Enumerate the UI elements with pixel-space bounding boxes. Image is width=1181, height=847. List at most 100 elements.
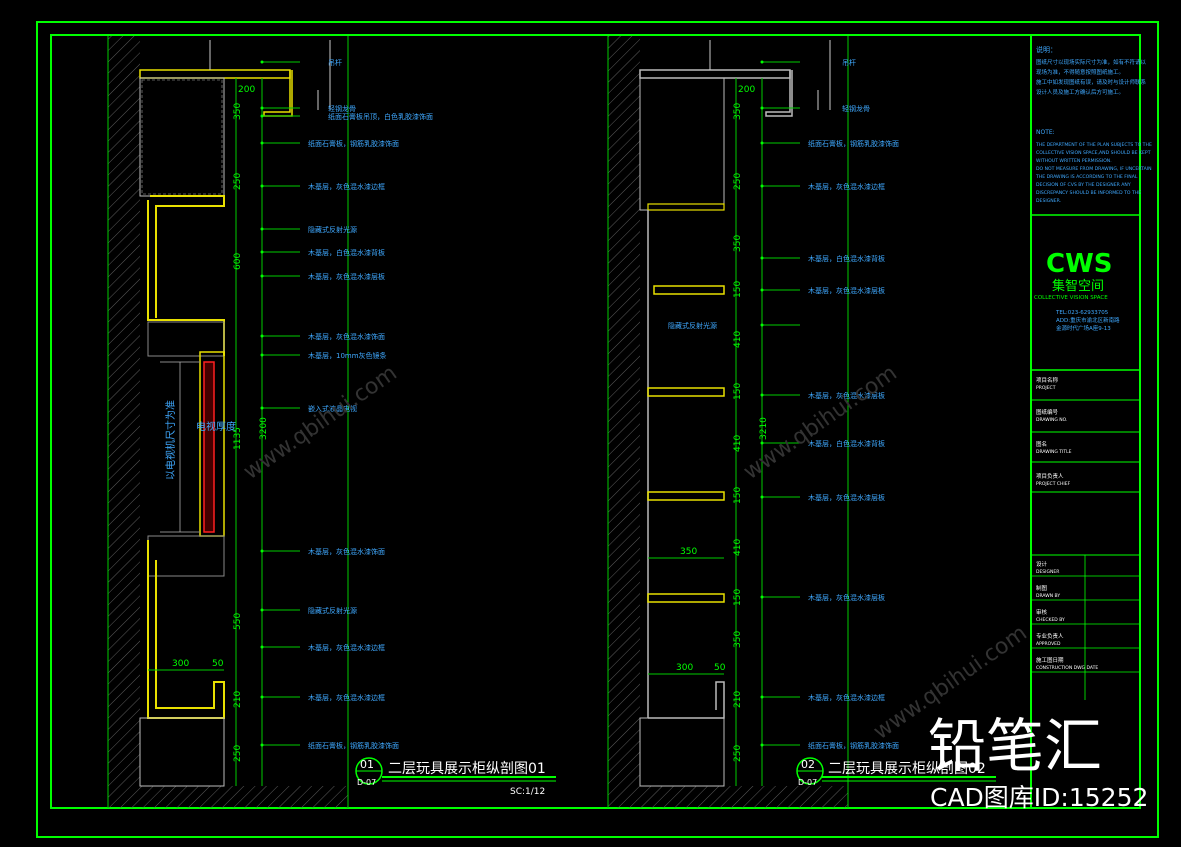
dim2-250b: 250 [733,745,743,762]
callout-2-12: 纸面石膏板，钢筋乳胶漆饰面 [808,741,899,750]
callout-1-0: 吊杆 [328,58,342,67]
tv-thickness-label: 电视厚度 [196,420,236,433]
floor-hatch-2 [608,786,848,808]
floor-hatch [108,786,348,808]
dim-350: 350 [233,103,243,120]
section-drawing-02: 200 350 250 350 150 410 150 410 150 410 … [607,36,996,808]
tb-row-value-8: CONSTRUCTION DWG DATE [1036,665,1098,671]
callout-2-10: 木基层，灰色混水漆层板 [808,593,885,602]
dim2-300: 300 [676,663,693,673]
tb-row-value-7: APPROVED [1036,641,1061,647]
dim2-150c: 150 [733,487,743,504]
company-logo: CWS [1046,249,1113,279]
callout-1-15: 纸面石膏板，钢筋乳胶漆饰面 [308,741,399,750]
dim2-410c: 410 [733,539,743,556]
callout-2-7: 木基层，灰色混水漆层板 [808,391,885,400]
tb-row-value-4: DESIGNER [1036,569,1059,575]
dim2-200: 200 [738,85,755,95]
callout-1-4: 木基层，灰色混水漆边框 [308,182,385,191]
drawing2-title: 二层玩具展示柜纵剖图02 [828,761,986,777]
drawing1-ref: D-07 [357,778,376,787]
note-en-0: THE DEPARTMENT OF THE PLAN SUBJECTS TO T… [1035,142,1152,148]
dim-3200: 3200 [259,417,269,440]
tb-row-value-3: PROJECT CHIEF [1036,481,1071,487]
watermark-brand: 铅笔汇 [928,712,1102,780]
tb-row-value-0: PROJECT [1036,385,1056,391]
callout-2-8: 木基层，白色混水漆背板 [808,439,885,448]
notes-heading-cn: 说明： [1036,45,1057,54]
tb-row-label-4: 设计 [1036,560,1048,568]
note-en-6: DISCREPANCY SHOULD BE INFORMED TO THE [1036,190,1141,196]
tb-row-label-2: 图名 [1036,440,1047,448]
dim2-350c: 350 [733,631,743,648]
drawing1-number: 01 [360,758,374,771]
callout-2-3: 木基层，灰色混水漆边框 [808,182,885,191]
callouts-drawing-02: 吊杆轻钢龙骨纸面石膏板，钢筋乳胶漆饰面木基层，灰色混水漆边框木基层，白色混水漆背… [668,58,899,750]
tb-row-label-3: 项目负责人 [1036,472,1064,480]
dim2-150b: 150 [733,383,743,400]
dim-200: 200 [238,85,255,95]
company-tel: TEL:023-62933705 [1055,310,1109,316]
tb-row-value-5: DRAWN BY [1036,593,1060,599]
dim2-250: 250 [733,173,743,190]
dim2-410a: 410 [733,331,743,348]
callout-2-5: 木基层，灰色混水漆层板 [808,286,885,295]
note-en-3: DO NOT MEASURE FROM DRAWING, IF UNCERTAI… [1036,166,1152,172]
tb-row-label-8: 施工图日期 [1036,656,1064,664]
watermark-id: CAD图库ID:15252 [930,783,1148,812]
dim2-410b: 410 [733,435,743,452]
note-cn-0: 图纸尺寸以现场实际尺寸为准，如有不符请以 [1036,58,1147,66]
drawing1-title: 二层玩具展示柜纵剖图01 [388,761,546,777]
dim2-50: 50 [714,663,726,673]
callout-1-2: 纸面石膏板吊顶，白色乳胶漆饰面 [328,112,433,121]
dim-300: 300 [172,659,189,669]
dim-250: 250 [233,173,243,190]
dim2-150d: 150 [733,589,743,606]
dim-600: 600 [233,253,243,270]
drawing2-ref: D-07 [798,778,817,787]
tb-row-label-7: 专业负责人 [1036,632,1064,640]
section-drawing-01: 以电视机尺寸为准 电视厚度 200 350 250 600 1135 3200 … [107,36,556,808]
note-cn-2: 施工中如发现图纸有误，请及时与设计师联系 [1036,78,1147,86]
callout-2-9: 木基层，灰色混水漆层板 [808,493,885,502]
callout-2-11: 木基层，灰色混水漆边框 [808,693,885,702]
callout-1-3: 纸面石膏板，钢筋乳胶漆饰面 [308,139,399,148]
dim-550: 550 [233,613,243,630]
callout-1-6: 木基层，白色混水漆背板 [308,248,385,257]
dim-1135: 1135 [233,427,243,450]
dim2-350b: 350 [733,235,743,252]
dim2-3210: 3210 [759,417,769,440]
dim-50: 50 [212,659,224,669]
callout-2-0: 吊杆 [842,58,856,67]
inner-border [50,34,1141,809]
callout-1-10: 嵌入式液晶电视 [308,404,357,413]
callout-1-1: 轻钢龙骨 [328,104,356,113]
tb-row-label-5: 制图 [1036,584,1048,592]
tb-row-value-1: DRAWING NO. [1036,417,1067,423]
tb-row-label-6: 审核 [1036,608,1048,616]
wall-hatch-left-2 [608,36,640,786]
callout-1-9: 木基层，10mm灰色镜条 [308,351,387,360]
note-cn-3: 设计人员及施工方确认后方可施工。 [1036,88,1124,96]
dim-210: 210 [233,691,243,708]
tb-row-label-1: 图纸编号 [1036,408,1059,416]
company-addr2: 金源时代广场A座9-13 [1056,324,1111,332]
wall-hatch-left [108,36,140,786]
note-en-2: WITHOUT WRITTEN PERMISSION. [1036,158,1112,164]
callout-1-8: 木基层，灰色混水漆饰面 [308,332,385,341]
tb-row-value-2: DRAWING TITLE [1036,449,1072,455]
dim2-350h: 350 [680,547,697,557]
dim2-150a: 150 [733,281,743,298]
callout-2-2: 纸面石膏板，钢筋乳胶漆饰面 [808,139,899,148]
callout-1-13: 木基层，灰色混水漆边框 [308,643,385,652]
dim2-210: 210 [733,691,743,708]
company-name-cn: 集智空间 [1052,278,1104,294]
callouts-drawing-01: 吊杆轻钢龙骨纸面石膏板吊顶，白色乳胶漆饰面纸面石膏板，钢筋乳胶漆饰面木基层，灰色… [260,58,433,750]
outer-border [36,21,1159,838]
callout-2-6: 隐藏式反射光源 [668,321,717,330]
tb-row-value-6: CHECKED BY [1036,617,1065,623]
company-name-en: COLLECTIVE VISION SPACE [1034,295,1108,301]
note-en-7: DESIGNER. [1036,198,1061,204]
